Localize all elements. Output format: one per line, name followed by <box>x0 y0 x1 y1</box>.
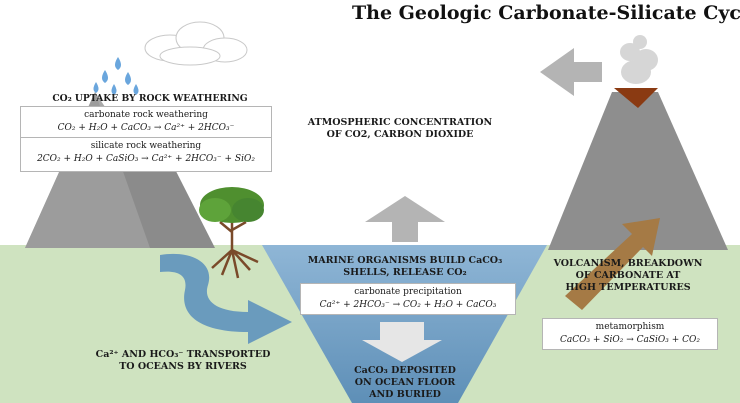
deposit-line-1: CaCO₃ DEPOSITED <box>354 365 456 376</box>
volcanism-caption: VOLCANISM, BREAKDOWN OF CARBONATE AT HIG… <box>548 258 708 294</box>
deposit-caption: CaCO₃ DEPOSITED ON OCEAN FLOOR AND BURIE… <box>335 365 475 401</box>
volcano <box>548 92 728 250</box>
metamorphism-label: metamorphism <box>595 322 665 332</box>
rain-drops-icon <box>93 57 139 95</box>
volcanic-co2-arrow <box>540 48 602 96</box>
cloud-icon <box>144 21 248 66</box>
atmosphere-line-1: ATMOSPHERIC CONCENTRATION <box>307 117 493 128</box>
marine-line-2: SHELLS, RELEASE CO₂ <box>343 267 467 278</box>
weathering-heading: CO₂ UPTAKE BY ROCK WEATHERING <box>52 93 248 104</box>
metamorphism-arrow <box>565 218 660 310</box>
atmosphere-line-2: OF CO2, CARBON DIOXIDE <box>326 129 474 140</box>
atmosphere-caption: ATMOSPHERIC CONCENTRATION OF CO2, CARBON… <box>290 117 510 141</box>
deposit-line-3: AND BURIED <box>369 389 441 400</box>
deposit-line-2: ON OCEAN FLOOR <box>354 377 456 388</box>
deposit-arrow <box>362 322 442 362</box>
page-title: The Geologic Carbonate-Silicate Cycle <box>352 2 740 24</box>
carbonate-weathering-label: carbonate rock weathering <box>84 110 208 120</box>
volcanism-line-1: VOLCANISM, BREAKDOWN <box>553 258 703 269</box>
co2-release-arrow <box>365 196 445 242</box>
rivers-line-1: Ca²⁺ AND HCO₃⁻ TRANSPORTED <box>95 349 271 360</box>
tree-icon <box>199 187 264 279</box>
precipitation-equation: Ca²⁺ + 2HCO₃⁻ → CO₂ + H₂O + CaCO₃ <box>319 300 497 310</box>
weathering-divider <box>21 137 271 138</box>
marine-caption: MARINE ORGANISMS BUILD CaCO₃ SHELLS, REL… <box>290 255 520 279</box>
weathering-box: carbonate rock weathering CO₂ + H₂O + Ca… <box>20 106 272 172</box>
precipitation-box: carbonate precipitation Ca²⁺ + 2HCO₃⁻ → … <box>300 283 516 315</box>
metamorphism-equation: CaCO₃ + SiO₂ → CaSiO₃ + CO₂ <box>559 335 701 345</box>
precipitation-label: carbonate precipitation <box>354 287 462 297</box>
rivers-line-2: TO OCEANS BY RIVERS <box>119 361 247 372</box>
lava-crater <box>614 88 658 108</box>
rivers-caption: Ca²⁺ AND HCO₃⁻ TRANSPORTED TO OCEANS BY … <box>88 349 278 373</box>
carbonate-weathering-equation: CO₂ + H₂O + CaCO₃ → Ca²⁺ + 2HCO₃⁻ <box>57 123 235 133</box>
river-arrow <box>160 253 292 344</box>
silicate-weathering-label: silicate rock weathering <box>90 141 202 151</box>
silicate-weathering-equation: 2CO₂ + H₂O + CaSiO₃ → Ca²⁺ + 2HCO₃⁻ + Si… <box>37 154 255 164</box>
volcanism-line-3: HIGH TEMPERATURES <box>565 282 691 293</box>
metamorphism-box: metamorphism CaCO₃ + SiO₂ → CaSiO₃ + CO₂ <box>542 318 718 350</box>
marine-line-1: MARINE ORGANISMS BUILD CaCO₃ <box>307 255 503 266</box>
smoke-plume-icon <box>620 35 658 84</box>
volcanism-line-2: OF CARBONATE AT <box>575 270 681 281</box>
